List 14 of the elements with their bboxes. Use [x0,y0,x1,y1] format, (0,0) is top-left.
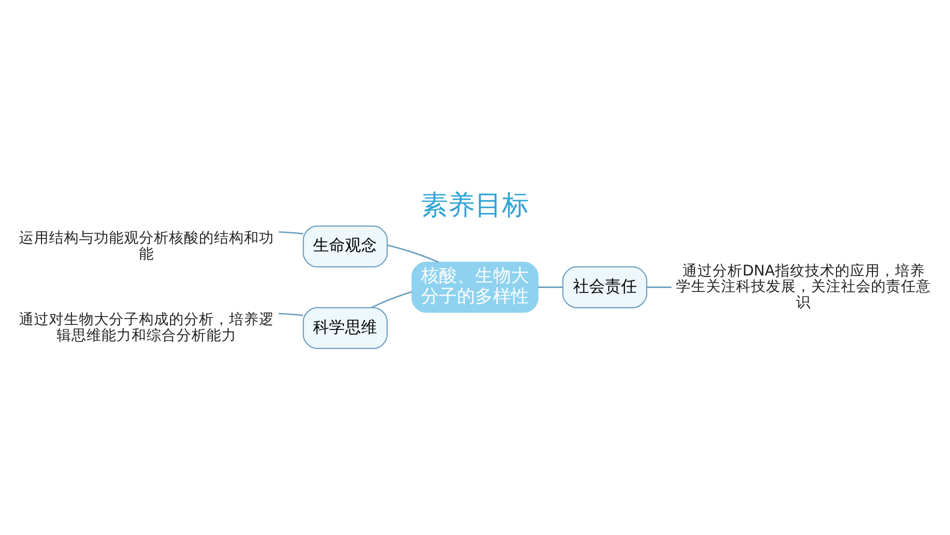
connector [278,230,304,234]
connector [387,244,440,262]
node-box: 核酸、生物大分子的多样性 [412,261,538,312]
connector [371,290,412,308]
diagram-title: 素养目标 [421,189,529,220]
connector [647,286,672,288]
node-text: 运用结构与功能观分析核酸的结构和功能 [18,228,274,262]
node-text: 通过对生物大分子构成的分析，培养逻辑思维能力和综合分析能力 [18,310,274,344]
node-box: 科学思维 [302,306,388,349]
node-box: 生命观念 [302,225,388,267]
node-box: 社会责任 [562,266,648,308]
node-text: 通过分析DNA指纹技术的应用，培养学生关注科技发展，关注社会的责任意识 [676,262,932,310]
connector [278,312,304,316]
connector [538,286,563,288]
